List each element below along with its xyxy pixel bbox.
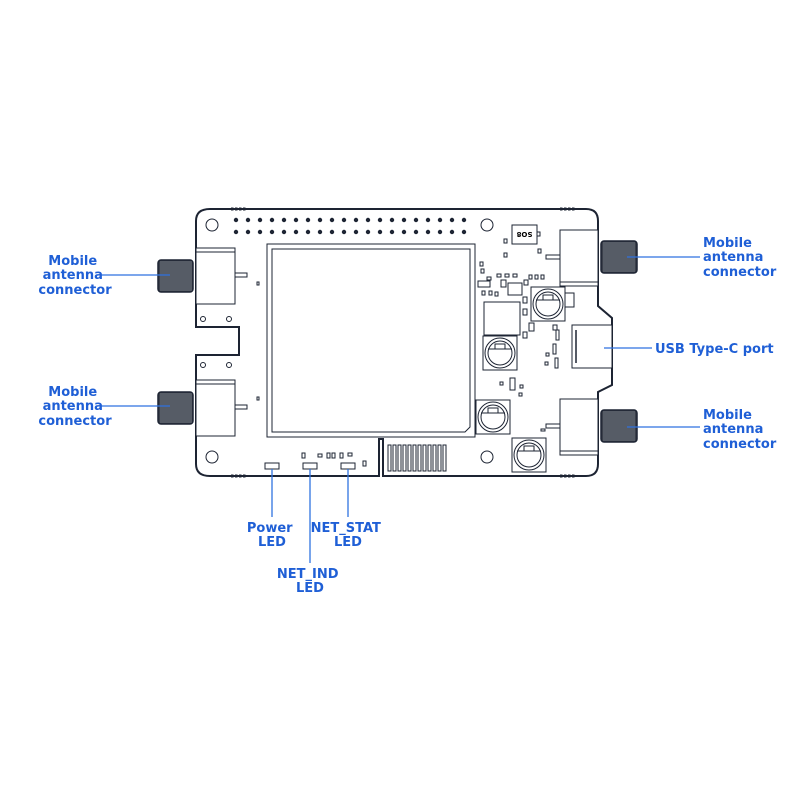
header-pin bbox=[329, 217, 335, 223]
header-pin bbox=[425, 217, 431, 223]
antenna-connectors bbox=[157, 229, 638, 456]
power-led bbox=[264, 462, 280, 470]
header-pin bbox=[245, 217, 251, 223]
header-pin bbox=[305, 217, 311, 223]
net-stat-led bbox=[340, 462, 356, 470]
label-net-ind-led: NET_IND LED bbox=[277, 567, 343, 596]
usb-c-port bbox=[571, 324, 613, 369]
header-pin bbox=[269, 217, 275, 223]
header-pin bbox=[257, 229, 263, 235]
label-antenna-top-right: Mobile antenna connector bbox=[703, 236, 777, 280]
header-pin bbox=[257, 217, 263, 223]
capacitor bbox=[475, 399, 511, 435]
leader-lines bbox=[100, 256, 700, 563]
header-pin bbox=[317, 229, 323, 235]
header-pin bbox=[245, 229, 251, 235]
capacitor bbox=[511, 437, 547, 473]
header-pin bbox=[329, 229, 335, 235]
capacitor bbox=[482, 335, 518, 371]
label-antenna-top-left: Mobile antenna connector bbox=[38, 254, 112, 298]
label-antenna-bottom-right: Mobile antenna connector bbox=[703, 408, 777, 452]
capacitors bbox=[475, 286, 566, 473]
header-pin bbox=[389, 217, 395, 223]
leds bbox=[264, 452, 367, 470]
header-pin bbox=[233, 217, 239, 223]
header-pin bbox=[317, 217, 323, 223]
gpio-header bbox=[231, 207, 575, 478]
header-pin bbox=[437, 217, 443, 223]
inductor bbox=[483, 301, 521, 336]
mounting-holes bbox=[200, 218, 494, 464]
header-pin bbox=[377, 229, 383, 235]
header-pin bbox=[437, 229, 443, 235]
label-net-stat-led: NET_STAT LED bbox=[311, 521, 386, 550]
header-pin bbox=[293, 217, 299, 223]
net-ind-led bbox=[302, 462, 318, 470]
header-pin bbox=[269, 229, 275, 235]
header-pin bbox=[461, 217, 467, 223]
capacitor bbox=[530, 286, 566, 322]
sma-connector bbox=[157, 247, 248, 305]
header-pin bbox=[341, 229, 347, 235]
header-pin bbox=[413, 217, 419, 223]
header-pin bbox=[413, 229, 419, 235]
header-pin bbox=[281, 217, 287, 223]
sma-connector bbox=[545, 229, 638, 287]
header-pin bbox=[377, 217, 383, 223]
header-pin bbox=[365, 229, 371, 235]
header-pin bbox=[365, 217, 371, 223]
label-antenna-bottom-left: Mobile antenna connector bbox=[38, 385, 112, 429]
header-pin bbox=[425, 229, 431, 235]
sma-connector bbox=[157, 379, 248, 437]
header-pin bbox=[449, 229, 455, 235]
svg-text:SO8: SO8 bbox=[516, 230, 532, 238]
header-pin bbox=[341, 217, 347, 223]
header-pin bbox=[233, 229, 239, 235]
header-pin bbox=[461, 229, 467, 235]
header-pin bbox=[401, 229, 407, 235]
antenna-pad bbox=[387, 444, 447, 472]
header-pin bbox=[401, 217, 407, 223]
header-pin bbox=[353, 229, 359, 235]
header-pin bbox=[389, 229, 395, 235]
header-pin bbox=[305, 229, 311, 235]
sma-connector bbox=[545, 398, 638, 456]
smd-components bbox=[256, 231, 575, 432]
label-power-led: Power LED bbox=[247, 521, 297, 550]
cellular-module bbox=[266, 243, 476, 438]
header-pin bbox=[281, 229, 287, 235]
so8-chip: SO8 bbox=[511, 224, 538, 245]
header-pin bbox=[449, 217, 455, 223]
header-pin bbox=[353, 217, 359, 223]
header-pin bbox=[293, 229, 299, 235]
label-usb: USB Type-C port bbox=[655, 342, 774, 357]
